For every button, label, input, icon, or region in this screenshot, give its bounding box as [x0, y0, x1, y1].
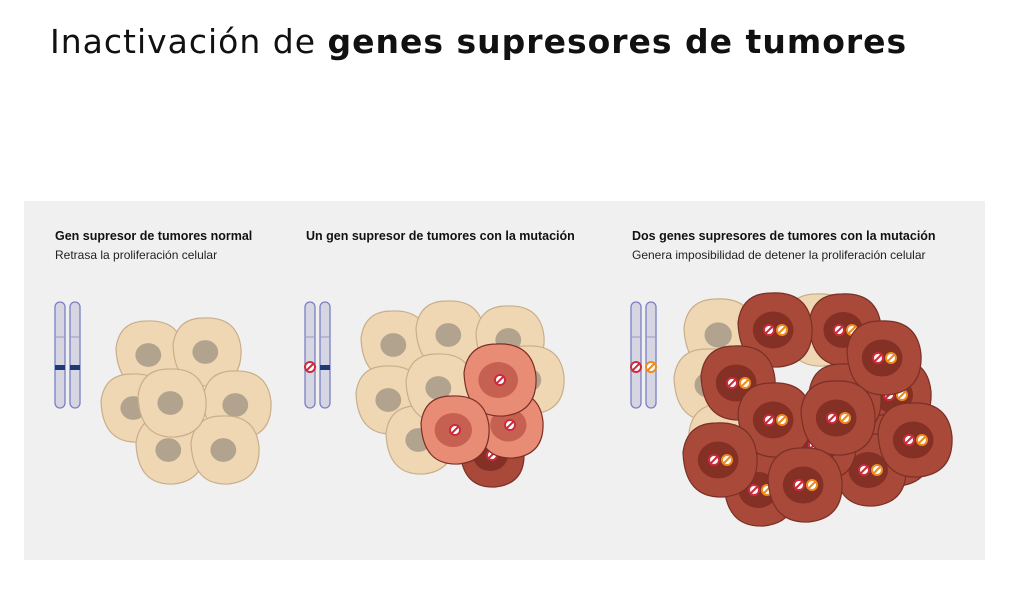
- title-regular: Inactivación de: [50, 22, 317, 61]
- mutant-cell: [737, 292, 813, 368]
- mutant-cell: [767, 447, 843, 523]
- panel-2-heading: Un gen supresor de tumores con la mutaci…: [306, 229, 575, 243]
- slide-title: Inactivación de genes supresores de tumo…: [50, 22, 907, 61]
- normal-cell: [415, 300, 485, 370]
- chromosome-mutated: [304, 301, 316, 409]
- chromosome-normal: [69, 301, 81, 409]
- mutant-cell: [420, 395, 490, 465]
- mutant-cell: [800, 380, 876, 456]
- chromosome-normal: [54, 301, 66, 409]
- mutant-cell: [463, 343, 537, 417]
- mutant-cell: [682, 422, 758, 498]
- mutant-cell: [846, 320, 922, 396]
- mutant-cell: [737, 382, 813, 458]
- panel-1-heading: Gen supresor de tumores normal: [55, 229, 253, 243]
- panel-3-heading: Dos genes supresores de tumores con la m…: [632, 229, 936, 243]
- chromosome-mutated: [645, 301, 657, 409]
- panel-1-subtitle: Retrasa la proliferación celular: [55, 248, 218, 262]
- normal-cell: [172, 317, 242, 387]
- mutant-cell: [877, 402, 953, 478]
- normal-cell: [137, 368, 207, 438]
- chromosome-normal: [319, 301, 331, 409]
- normal-cell: [190, 415, 260, 485]
- title-bold: genes supresores de tumores: [327, 22, 908, 61]
- chromosome-mutated: [630, 301, 642, 409]
- panel-3-subtitle: Genera imposibilidad de detener la proli…: [632, 248, 926, 262]
- normal-cell: [360, 310, 430, 380]
